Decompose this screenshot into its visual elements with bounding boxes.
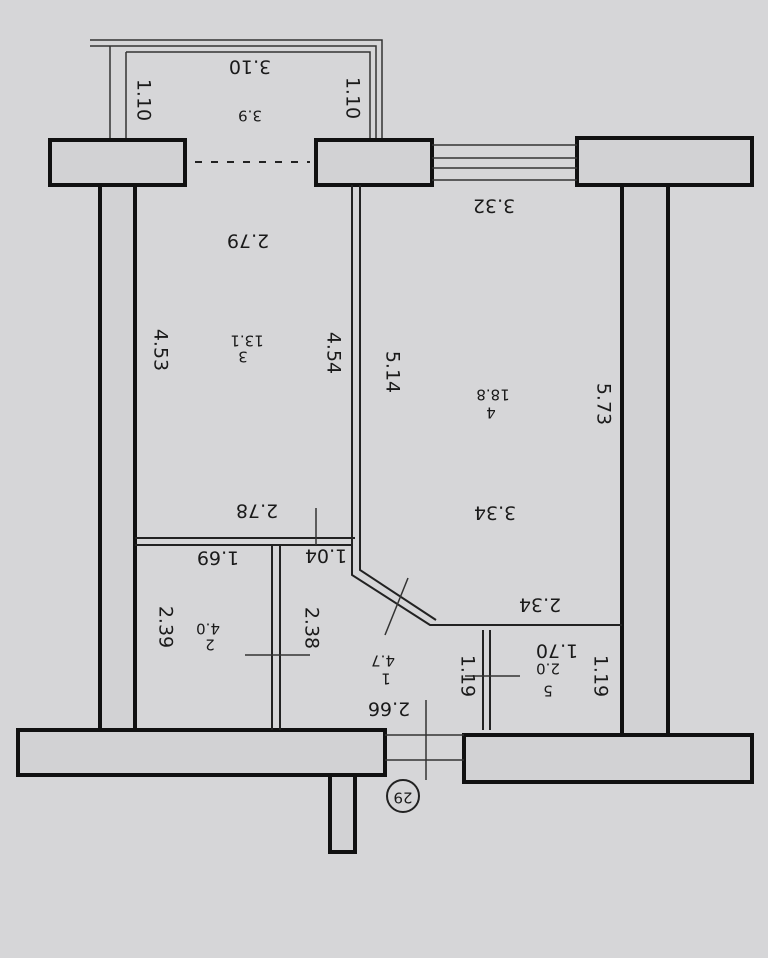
partitions: [135, 185, 622, 780]
bath-area: 4.0: [196, 620, 220, 638]
exterior-walls: [16, 136, 754, 854]
dim-room2-inner: 3.34: [474, 502, 516, 524]
apartment-number-marker: [386, 779, 420, 813]
dim-hall-top: 1.04: [305, 545, 347, 567]
dim-room1-bottom: 2.78: [236, 500, 278, 522]
dim-wc-left: 1.19: [457, 655, 479, 697]
dim-wc-width: 1.70: [536, 640, 578, 662]
apartment-number: 29: [393, 789, 412, 807]
dim-room1-right: 4.54: [323, 332, 345, 374]
room2-number: 4: [486, 404, 496, 422]
dim-hall-bottom: 2.66: [368, 698, 410, 720]
hall-number: 1: [381, 670, 391, 688]
room1-area: 13.1: [230, 332, 263, 350]
dim-room2-top: 3.32: [473, 195, 515, 217]
dim-room1-left: 4.53: [150, 329, 172, 371]
dim-room2-bottom: 2.34: [519, 594, 561, 616]
dim-balcony-right: 1.10: [342, 77, 364, 119]
room-labels: 3.9 13.1 3 18.8 4 4.0 2 4.7 1 2.0 5 29: [196, 107, 560, 807]
bath-number: 2: [205, 636, 215, 654]
dimension-labels: 3.10 1.10 1.10 2.79 4.53 4.54 2.78 3.32 …: [133, 56, 615, 720]
dim-room2-left: 5.14: [382, 351, 404, 393]
dim-balcony-width: 3.10: [229, 56, 271, 78]
dim-wc-right: 1.19: [590, 655, 612, 697]
dim-hall-side: 2.38: [301, 607, 323, 649]
dim-room2-right: 5.73: [593, 383, 615, 425]
dim-bath-side: 2.39: [155, 606, 177, 648]
room1-number: 3: [238, 348, 248, 366]
balcony: [90, 39, 383, 138]
dim-balcony-left: 1.10: [133, 79, 155, 121]
hall-area: 4.7: [371, 652, 395, 670]
wc-area: 2.0: [536, 660, 560, 678]
balcony-area: 3.9: [238, 107, 262, 125]
room2-area: 18.8: [476, 386, 509, 404]
dim-room1-top: 2.79: [227, 230, 269, 252]
wc-number: 5: [543, 682, 553, 700]
dim-bath-top: 1.69: [197, 547, 239, 569]
window: [432, 144, 577, 181]
